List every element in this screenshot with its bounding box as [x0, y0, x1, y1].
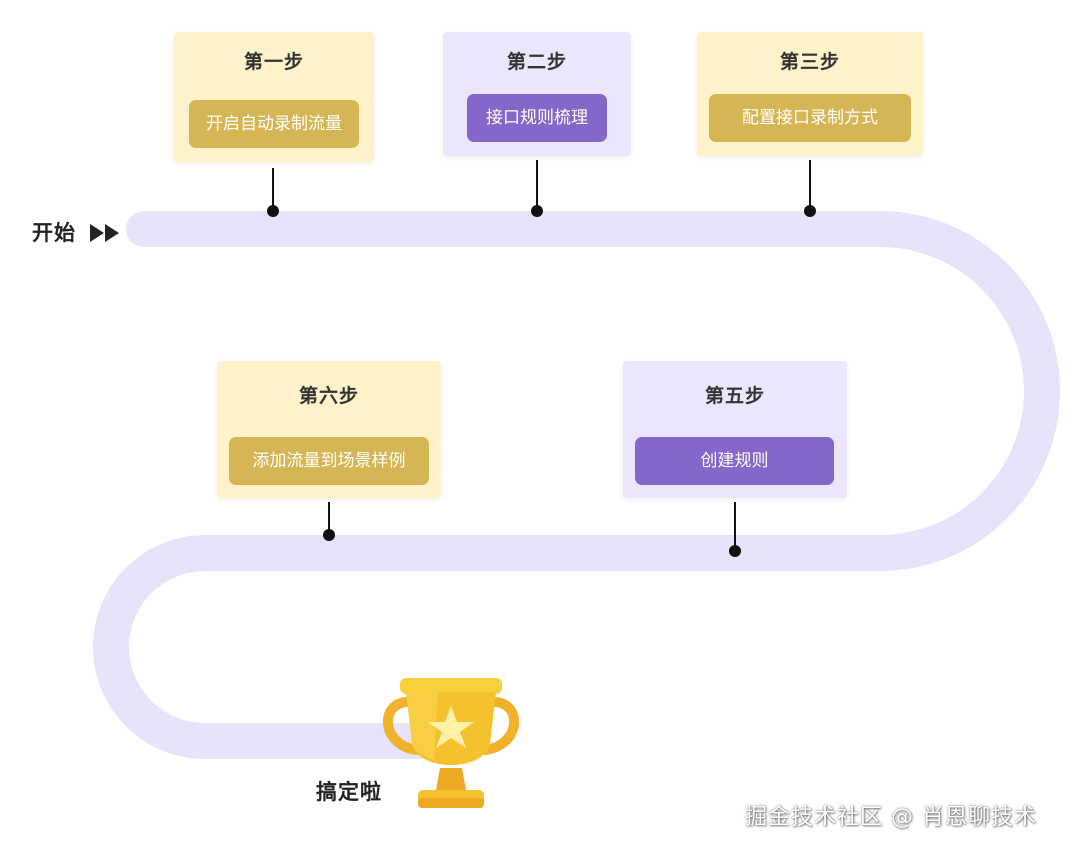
step-card-2: 第二步 接口规则梳理 — [443, 32, 631, 156]
step-card-5: 第五步 创建规则 — [623, 361, 847, 498]
double-play-arrow-icon — [90, 224, 119, 242]
watermark: 掘金技术社区 @ 肖恩聊技术 — [745, 805, 1037, 830]
step-title-3: 第三步 — [779, 51, 840, 73]
connector-dot-step-2 — [531, 205, 543, 217]
trophy-star-icon — [382, 678, 520, 808]
road-track — [93, 211, 1060, 759]
connector-dot-step-6 — [323, 529, 335, 541]
connector-dot-step-5 — [729, 545, 741, 557]
step-action-button-6[interactable]: 添加流量到场景样例 — [229, 437, 429, 485]
step-card-6: 第六步 添加流量到场景样例 — [217, 361, 441, 498]
step-title-5: 第五步 — [704, 385, 765, 407]
step-title-1: 第一步 — [243, 51, 304, 73]
step-action-button-3[interactable]: 配置接口录制方式 — [709, 94, 911, 142]
step-card-1: 第一步 开启自动录制流量 — [174, 32, 374, 162]
connector-dot-step-1 — [267, 205, 279, 217]
step-action-button-1[interactable]: 开启自动录制流量 — [189, 100, 359, 148]
finish-label: 搞定啦 — [316, 780, 382, 804]
start-label: 开始 — [32, 221, 76, 245]
step-card-3: 第三步 配置接口录制方式 — [697, 32, 923, 156]
step-action-button-5[interactable]: 创建规则 — [635, 437, 834, 485]
step-title-2: 第二步 — [506, 51, 567, 73]
connector-dot-step-3 — [804, 205, 816, 217]
step-action-button-2[interactable]: 接口规则梳理 — [467, 94, 607, 142]
step-title-6: 第六步 — [298, 385, 359, 407]
